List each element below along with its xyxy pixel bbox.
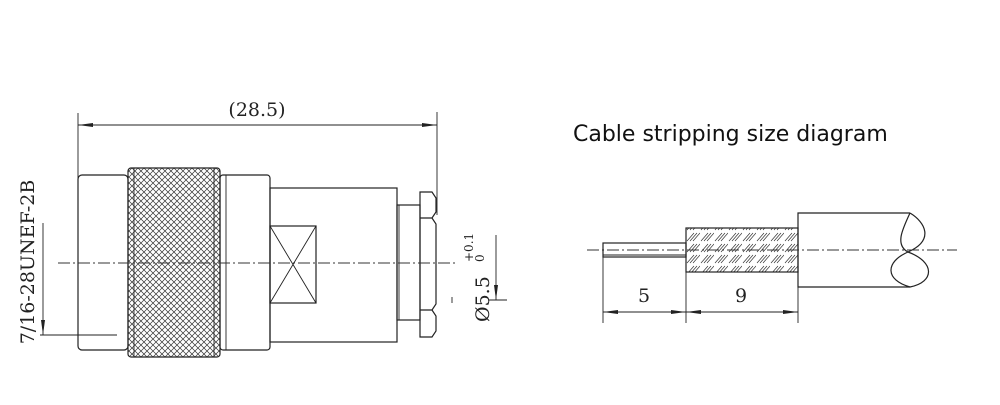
arrow-icon	[494, 285, 498, 300]
overall-length-label: (28.5)	[228, 99, 285, 121]
tolerance-upper: +0.1	[462, 233, 476, 262]
bore-diameter-label: Ø5.5	[472, 276, 494, 322]
coupling-nut-rear	[219, 174, 271, 351]
stripping-diagram: 5 9	[587, 212, 957, 323]
clamp-ring	[396, 204, 421, 321]
thread-spec-label: 7/16-28UNEF-2B	[17, 180, 39, 345]
arrow-icon	[422, 123, 437, 127]
arrow-icon	[78, 123, 93, 127]
conductor-length-label: 5	[638, 285, 650, 307]
coupling-nut-front	[77, 174, 129, 351]
break-line	[890, 212, 929, 288]
braid-length-label: 9	[735, 285, 747, 307]
arrow-icon	[603, 310, 798, 314]
back-nut	[419, 191, 437, 338]
braid-shield	[685, 227, 799, 273]
tolerance-lower: 0	[473, 254, 487, 262]
connector-drawing: (28.5) 7/16-28UNEF-2B Ø5.5 +0.1 0	[17, 99, 507, 358]
connector-body	[269, 187, 398, 343]
wrench-flat	[269, 225, 317, 304]
diagram-title: Cable stripping size diagram	[573, 122, 888, 147]
arrow-icon	[41, 320, 45, 335]
knurled-coupling-nut	[127, 167, 221, 358]
